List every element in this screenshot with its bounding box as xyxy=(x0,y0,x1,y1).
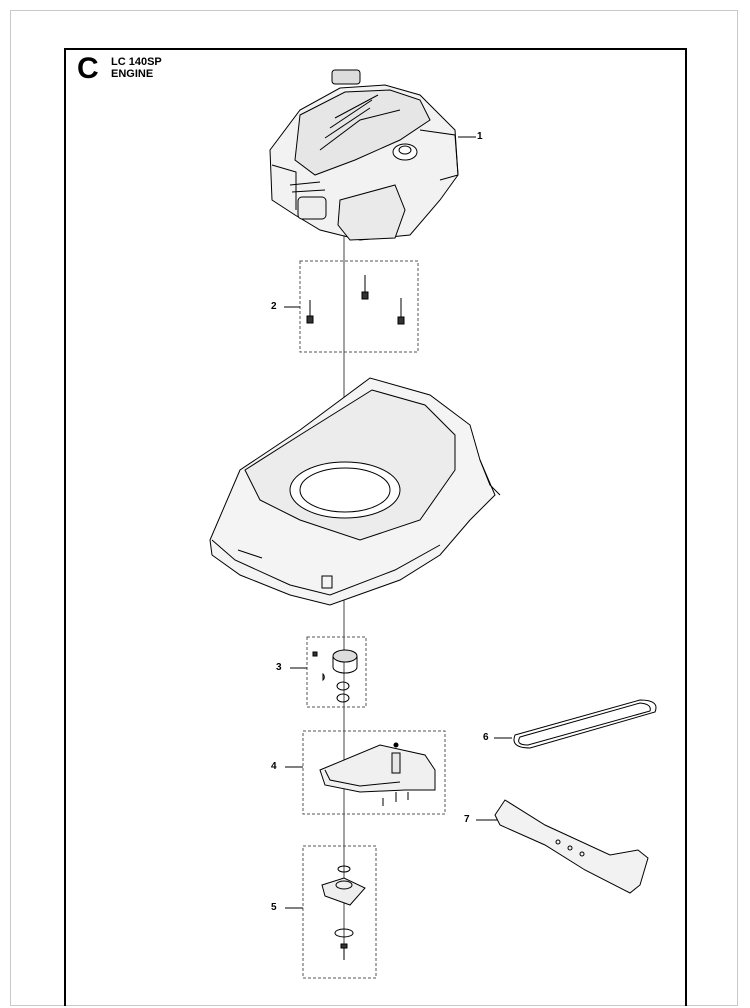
callout-2: 2 xyxy=(271,301,277,312)
belt-guard xyxy=(319,742,436,806)
mower-deck xyxy=(209,377,501,606)
callout-1: 1 xyxy=(477,131,483,142)
cutting-blade xyxy=(494,799,649,894)
callout-3: 3 xyxy=(276,662,282,673)
section-letter: C xyxy=(77,52,99,85)
callout-4: 4 xyxy=(271,761,277,772)
blade-adapter-group-box xyxy=(302,845,377,979)
blade-adapter xyxy=(321,865,366,960)
drive-belt xyxy=(513,699,657,749)
pulley-group-box xyxy=(306,636,367,708)
callout-6: 6 xyxy=(483,732,489,743)
model-name: LC 140SP xyxy=(111,56,162,68)
engine-mounting-bolts xyxy=(306,275,405,325)
belt-guard-group-box xyxy=(302,730,446,815)
callout-7: 7 xyxy=(464,814,470,825)
page-border xyxy=(10,10,738,1006)
diagram-title: ENGINE xyxy=(111,68,154,80)
bolts-group-box xyxy=(299,260,419,353)
diagram-frame xyxy=(64,48,687,1006)
pulley-kit xyxy=(312,649,358,703)
engine-illustration xyxy=(269,69,459,241)
callout-5: 5 xyxy=(271,902,277,913)
